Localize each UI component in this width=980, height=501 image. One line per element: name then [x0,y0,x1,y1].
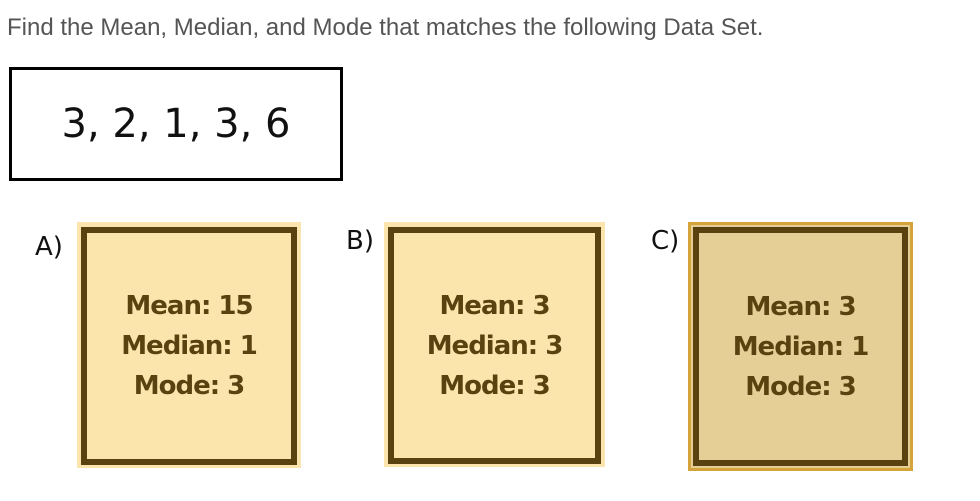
option-c-label: C) [651,226,680,256]
option-c-mode: Mode: 3 [745,371,857,402]
dataset-box: 3, 2, 1, 3, 6 [9,67,343,181]
option-b-mean: Mean: 3 [439,290,550,321]
option-c-mean: Mean: 3 [745,291,856,322]
option-c-median: Median: 1 [732,331,870,362]
option-b-label: B) [346,226,374,256]
option-a-mode: Mode: 3 [133,371,246,401]
option-b-median: Median: 3 [426,330,564,361]
option-a-median: Median: 1 [121,331,258,361]
option-b-mode: Mode: 3 [439,370,551,401]
option-c-card-selected[interactable]: Mean: 3 Median: 1 Mode: 3 [688,222,913,471]
option-a-mean: Mean: 15 [125,291,253,321]
option-b-card[interactable]: Mean: 3 Median: 3 Mode: 3 [384,222,605,467]
question-text: Find the Mean, Median, and Mode that mat… [7,14,764,41]
dataset-values: 3, 2, 1, 3, 6 [61,101,291,147]
option-a-label: A) [35,232,63,262]
option-a-card[interactable]: Mean: 15 Median: 1 Mode: 3 [77,222,301,468]
